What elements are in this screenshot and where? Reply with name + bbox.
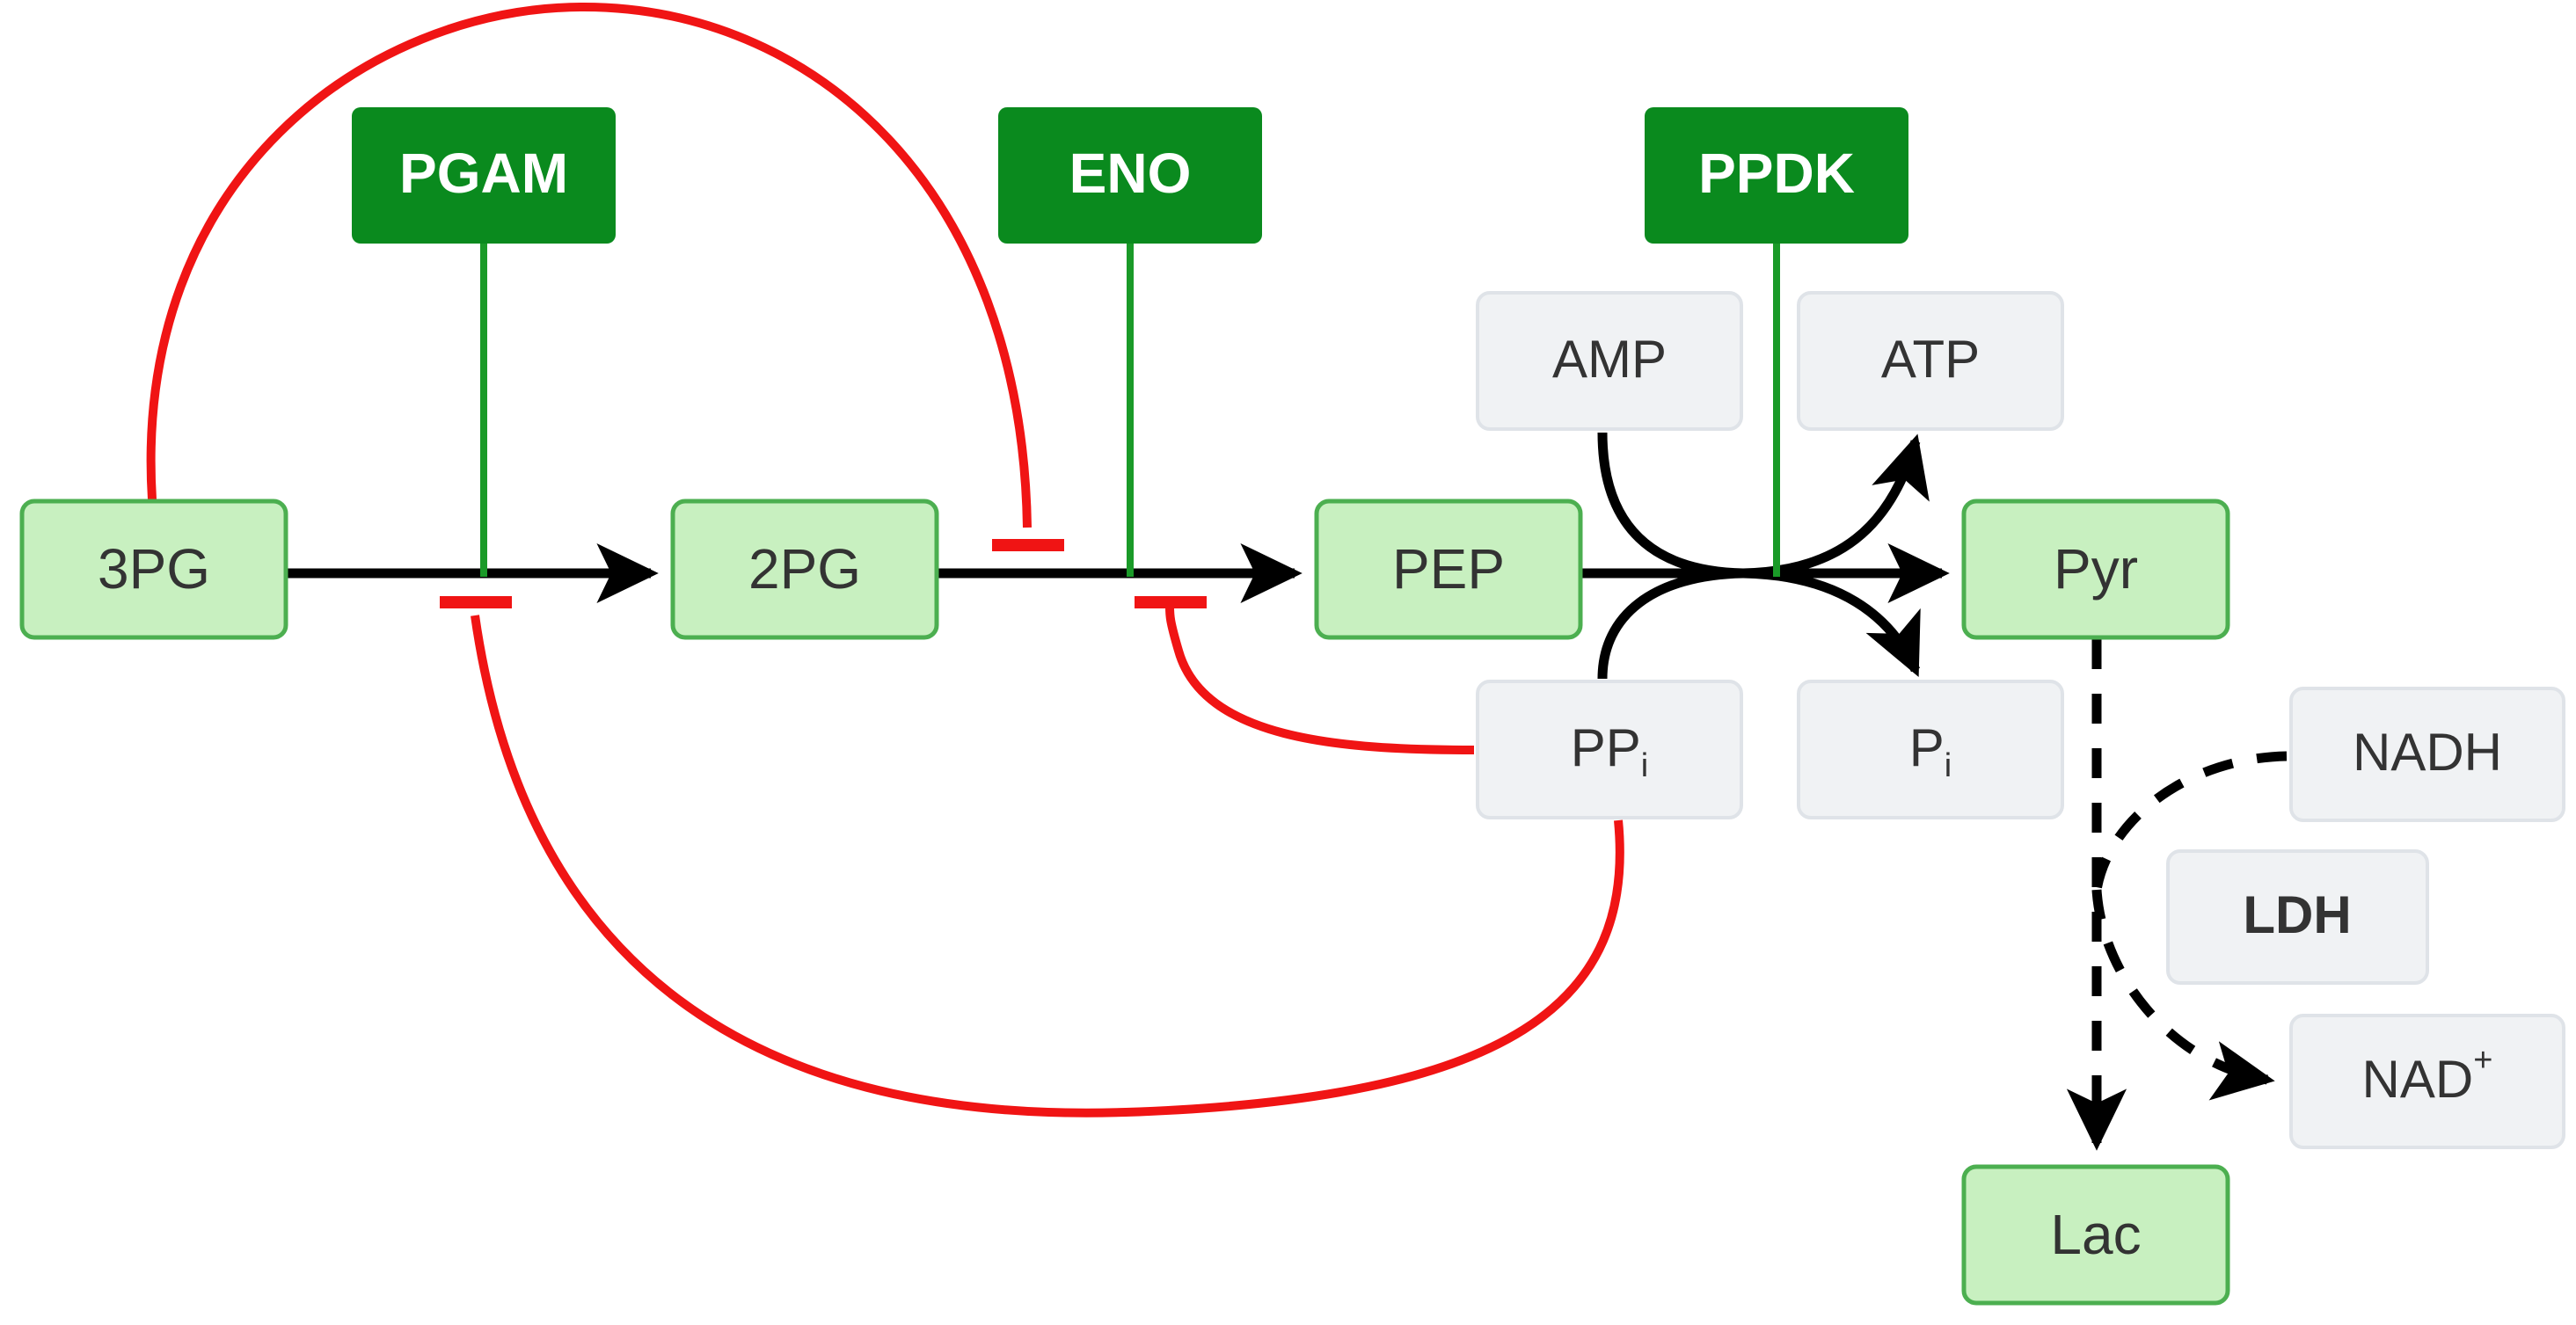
- metabolite-label-lac: Lac: [2050, 1203, 2141, 1266]
- ppdk-cofactor-arcs: [1597, 432, 1930, 680]
- cofactor-nad-base: NAD: [2362, 1050, 2474, 1109]
- enzyme-connectors: [480, 244, 1780, 577]
- cofactor-arc-atp-out: [1742, 433, 1930, 579]
- enzyme-node-pgam[interactable]: PGAM: [352, 107, 616, 244]
- cofactor-node-amp[interactable]: AMP: [1476, 291, 1743, 431]
- metabolite-label-pyr: Pyr: [2054, 537, 2138, 601]
- cofactor-arc-amp-in: [1597, 432, 1744, 579]
- cofactor-node-nadplus[interactable]: NAD+: [2289, 1014, 2565, 1149]
- metabolite-box-pep[interactable]: [1314, 499, 1583, 640]
- enzyme-node-ldh[interactable]: LDH: [2166, 849, 2429, 985]
- cofactor-nodes: AMP ATP PPi Pi NADH NAD+: [1476, 291, 2565, 1149]
- enzyme-box-ppdk[interactable]: [1645, 107, 1908, 244]
- cofactor-label-nadh: NADH: [2353, 723, 2502, 782]
- cofactor-arc-nadplus-out: [2091, 889, 2275, 1101]
- metabolite-nodes: 3PG 2PG PEP Pyr Lac: [19, 499, 2230, 1306]
- metabolite-label-3pg: 3PG: [98, 537, 210, 601]
- metabolite-node-2pg[interactable]: 2PG: [670, 499, 939, 640]
- enzyme-nodes: PGAM ENO PPDK: [352, 107, 1908, 244]
- cofactor-arc-ppi-in: [1597, 568, 1744, 680]
- ldh-cofactor-arcs: [2091, 751, 2288, 1101]
- inhibition-path-ppi-eno: [1165, 606, 1475, 754]
- metabolite-node-lac[interactable]: Lac: [1961, 1164, 2230, 1306]
- enzyme-label-ppdk: PPDK: [1698, 142, 1855, 205]
- cofactor-node-nadh[interactable]: NADH: [2289, 687, 2565, 822]
- metabolite-node-pyr[interactable]: Pyr: [1961, 499, 2230, 640]
- metabolite-node-3pg[interactable]: 3PG: [19, 499, 288, 640]
- cofactor-ppi-base: PP: [1571, 718, 1641, 777]
- cofactor-box-nadplus[interactable]: [2289, 1014, 2565, 1149]
- inhibition-path-3pg-eno: [146, 2, 1032, 528]
- cofactor-node-atp[interactable]: ATP: [1797, 291, 2064, 431]
- cofactor-box-atp[interactable]: [1797, 291, 2064, 431]
- cofactor-label-atp: ATP: [1881, 330, 1980, 389]
- cofactor-label-ppi: PPi: [1571, 718, 1649, 784]
- cofactor-pi-subscript: i: [1945, 747, 1952, 784]
- enzyme-box-pgam[interactable]: [352, 107, 616, 244]
- cofactor-label-nadplus: NAD+: [2362, 1042, 2493, 1109]
- enzyme-label-ldh: LDH: [2243, 885, 2351, 944]
- enzyme-label-eno: ENO: [1069, 142, 1192, 205]
- metabolite-box-2pg[interactable]: [670, 499, 939, 640]
- cofactor-label-amp: AMP: [1552, 330, 1667, 389]
- metabolite-box-lac[interactable]: [1961, 1164, 2230, 1306]
- cofactor-box-amp[interactable]: [1476, 291, 1743, 431]
- cofactor-ppi-subscript: i: [1641, 747, 1648, 784]
- cofactor-arc-pi-out: [1742, 568, 1921, 678]
- cofactor-arc-nadh-in: [2091, 751, 2288, 891]
- enzyme-node-ppdk[interactable]: PPDK: [1645, 107, 1908, 244]
- cofactor-node-ppi[interactable]: PPi: [1476, 680, 1743, 819]
- cofactor-box-nadh[interactable]: [2289, 687, 2565, 822]
- inhibition-edges: [146, 2, 1624, 1118]
- cofactor-label-pi: Pi: [1909, 718, 1952, 784]
- metabolite-box-3pg[interactable]: [19, 499, 288, 640]
- inhibition-path-ppi-pgam: [471, 615, 1624, 1118]
- cofactor-nad-superscript: +: [2473, 1042, 2492, 1079]
- cofactor-pi-base: P: [1909, 718, 1945, 777]
- cofactor-box-pi[interactable]: [1797, 680, 2064, 819]
- cofactor-node-pi[interactable]: Pi: [1797, 680, 2064, 819]
- enzyme-box-eno[interactable]: [998, 107, 1262, 244]
- metabolite-box-pyr[interactable]: [1961, 499, 2230, 640]
- cofactor-box-ppi[interactable]: [1476, 680, 1743, 819]
- metabolite-label-2pg: 2PG: [748, 537, 861, 601]
- metabolite-node-pep[interactable]: PEP: [1314, 499, 1583, 640]
- enzyme-label-pgam: PGAM: [399, 142, 568, 205]
- metabolite-label-pep: PEP: [1392, 537, 1505, 601]
- enzyme-node-eno[interactable]: ENO: [998, 107, 1262, 244]
- enzyme-box-ldh[interactable]: [2166, 849, 2429, 985]
